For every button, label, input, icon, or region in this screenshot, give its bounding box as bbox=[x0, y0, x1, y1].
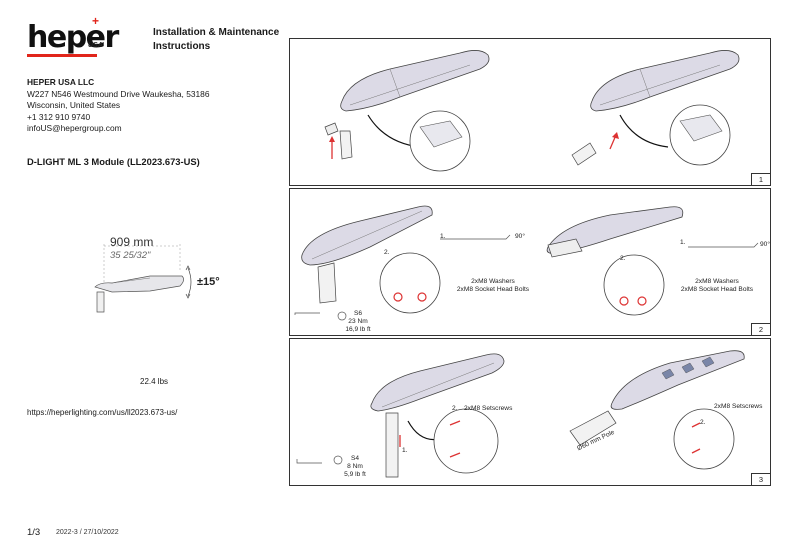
document-title: Installation & Maintenance Instructions bbox=[153, 27, 280, 52]
page-number: 1/3 bbox=[27, 527, 41, 538]
step-2-label: 2. bbox=[700, 419, 706, 426]
panel-number: 1 bbox=[751, 173, 770, 185]
product-url[interactable]: https://heperlighting.com/us/ll2023.673-… bbox=[27, 408, 178, 417]
company-name: HEPER USA LLC bbox=[27, 77, 95, 87]
step-2-label: 2. bbox=[384, 249, 390, 256]
panel-3-illustration bbox=[296, 350, 745, 478]
panel-2-illustration bbox=[294, 205, 759, 321]
hardware-label: 2xM8 Setscrews bbox=[464, 405, 513, 412]
tool-spec: S6 23 Nm 16,9 lb ft bbox=[345, 310, 371, 333]
panel-number: 2 bbox=[751, 323, 770, 335]
brand-suffix: USA bbox=[88, 42, 103, 49]
hardware-list: 2xM8 Washers 2xM8 Socket Head Bolts bbox=[680, 278, 754, 293]
company-address-line1: W227 N546 Westmound Drive Waukesha, 5318… bbox=[27, 88, 210, 99]
hardware-label: 2xM8 Setscrews bbox=[714, 403, 763, 410]
step-2-label: 2. bbox=[452, 405, 458, 412]
company-address-line2: Wisconsin, United States bbox=[27, 100, 121, 111]
step-1-label: 1. bbox=[402, 447, 408, 454]
instruction-panel-3: 2. 1. 2xM8 Setscrews 2xM8 Setscrews 2. Ø… bbox=[289, 338, 771, 486]
length-inches: 35 25/32" bbox=[110, 250, 151, 261]
logo-underline bbox=[27, 54, 97, 57]
angle-label: 90° bbox=[760, 241, 770, 248]
logo-plus-icon: + bbox=[92, 14, 100, 28]
tool-spec: S4 8 Nm 5,9 lb ft bbox=[344, 455, 366, 478]
brand-logo: heper bbox=[27, 20, 119, 55]
length-mm: 909 mm bbox=[110, 235, 154, 249]
instruction-panel-2: 1. 2. 1. 2. 90° 90° 2xM8 Washers 2xM8 So… bbox=[289, 188, 771, 336]
company-phone: +1 312 910 9740 bbox=[27, 111, 91, 122]
step-2-label: 2. bbox=[620, 255, 626, 262]
product-weight: 22.4 lbs bbox=[140, 377, 169, 386]
panel-1-illustration bbox=[324, 50, 740, 172]
product-model: D-LIGHT ML 3 Module (LL2023.673-US) bbox=[27, 156, 200, 167]
tilt-angle: ±15° bbox=[197, 276, 220, 288]
hardware-list: 2xM8 Washers 2xM8 Socket Head Bolts bbox=[456, 278, 530, 293]
step-1-label: 1. bbox=[680, 239, 686, 246]
company-email[interactable]: infoUS@hepergroup.com bbox=[27, 123, 122, 134]
step-1-label: 1. bbox=[440, 233, 446, 240]
panel-number: 3 bbox=[751, 473, 770, 485]
company-info: HEPER USA LLC W227 N546 Westmound Drive … bbox=[27, 77, 209, 135]
instruction-panel-1: 1 bbox=[289, 38, 771, 186]
revision-date: 2022-3 / 27/10/2022 bbox=[56, 529, 119, 536]
angle-label: 90° bbox=[515, 233, 525, 240]
